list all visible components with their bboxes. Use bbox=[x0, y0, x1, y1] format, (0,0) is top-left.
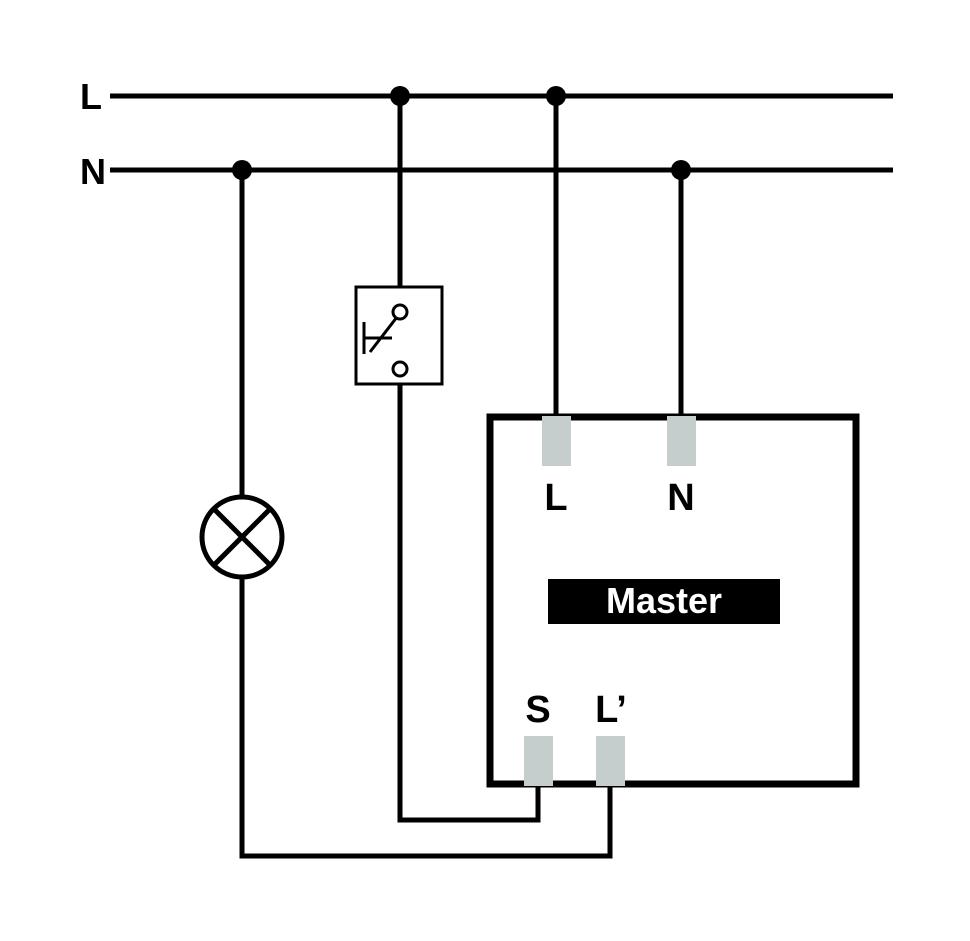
terminal-l-prime-label: L’ bbox=[595, 689, 627, 731]
terminal-l bbox=[542, 416, 571, 466]
lamp-icon bbox=[199, 494, 285, 580]
junction-dot-neutral-master bbox=[671, 160, 691, 180]
switch-contact-bottom bbox=[391, 360, 409, 378]
switch-lever bbox=[368, 316, 399, 353]
push-button-switch-icon bbox=[354, 285, 444, 386]
terminal-n bbox=[667, 416, 696, 466]
terminal-l-prime bbox=[596, 736, 625, 786]
terminal-s bbox=[524, 736, 553, 786]
neutral-bus-label: N bbox=[80, 151, 106, 192]
wire-switch-to-s-terminal bbox=[397, 369, 541, 823]
terminal-s-label: S bbox=[525, 689, 550, 731]
master-unit: L N S L’ Master bbox=[486, 413, 860, 788]
master-name-plate bbox=[548, 579, 780, 624]
switch-contact-top bbox=[391, 303, 409, 321]
junction-dot-neutral-lamp bbox=[232, 160, 252, 180]
master-name-label: Master bbox=[606, 580, 722, 621]
terminal-l-label: L bbox=[544, 477, 567, 519]
junction-dot-live-switch bbox=[390, 86, 410, 106]
junction-dot-live-master bbox=[546, 86, 566, 106]
live-bus-label: L bbox=[80, 76, 102, 117]
lamp-cross-line-2 bbox=[211, 506, 273, 568]
terminal-n-label: N bbox=[667, 477, 694, 519]
